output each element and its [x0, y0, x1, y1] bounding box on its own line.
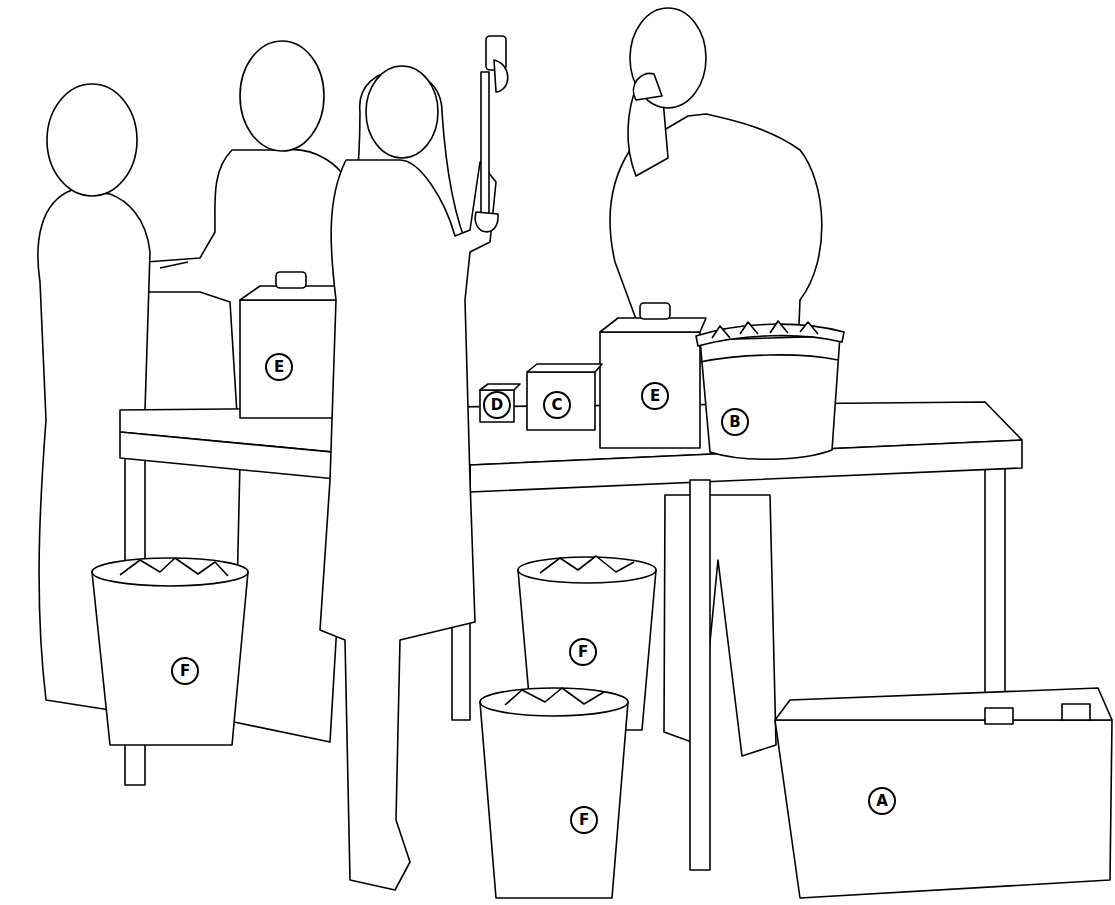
small-box	[480, 384, 520, 422]
callout-letter: E	[641, 382, 669, 410]
callout-letter: C	[543, 391, 571, 419]
syringe	[160, 262, 188, 268]
callout-letter: F	[171, 657, 199, 685]
callout-letter: F	[569, 638, 597, 666]
callout-text: C	[551, 398, 562, 413]
callout-letter: A	[868, 787, 896, 815]
callout-letter: B	[721, 408, 749, 436]
callout-text: E	[274, 360, 284, 375]
callout-letter: D	[483, 391, 511, 419]
callout-text: D	[491, 398, 503, 413]
callout-text: F	[579, 813, 589, 828]
hand	[633, 73, 662, 100]
person-preparing	[320, 36, 508, 890]
callout-text: F	[578, 645, 588, 660]
safety-box	[600, 303, 706, 448]
head	[47, 84, 137, 196]
head	[366, 66, 438, 158]
callout-text: E	[650, 389, 660, 404]
table-leg	[690, 480, 710, 870]
head	[240, 41, 324, 151]
waste-bin	[92, 558, 248, 745]
hand	[475, 212, 498, 232]
callout-text: F	[180, 664, 190, 679]
head	[630, 8, 706, 108]
callout-text: A	[876, 794, 888, 809]
vaccine-carrier	[696, 321, 844, 459]
box	[527, 364, 602, 430]
callout-letter: F	[570, 806, 598, 834]
callout-text: B	[729, 415, 740, 430]
hand	[494, 60, 508, 92]
legs	[664, 495, 776, 756]
cold-box	[775, 688, 1112, 898]
waste-bin	[480, 688, 628, 898]
body	[320, 160, 496, 890]
callout-letter: E	[265, 353, 293, 381]
syringe	[481, 72, 489, 222]
